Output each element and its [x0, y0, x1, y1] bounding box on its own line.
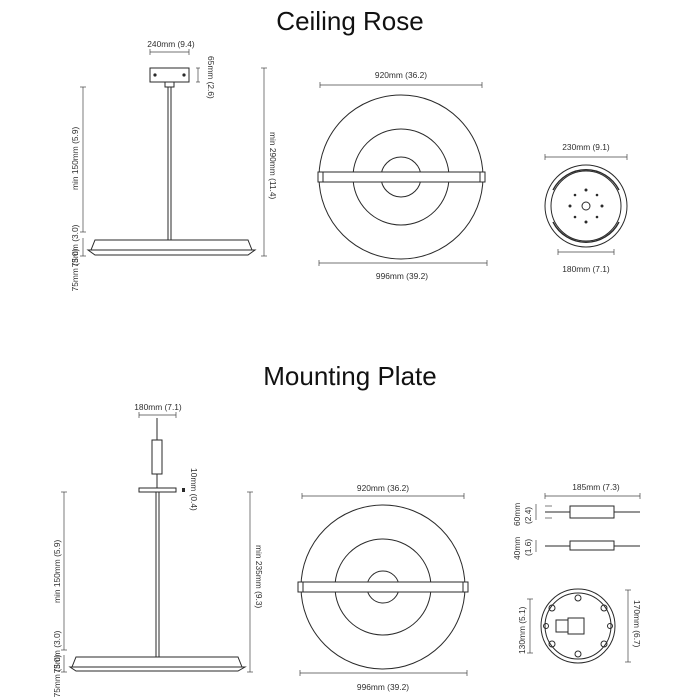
- ceiling-rose-side-view: 240mm (9.4) 65mm (2.6) min 150mm (5.9) 7…: [70, 39, 278, 291]
- driver-60: [569, 505, 615, 519]
- dim-disc-height-small: 75mm (3.0): [70, 224, 80, 267]
- dim-driver-height-b: 40mm: [512, 537, 522, 560]
- dim-plate-thickness: 10mm (0.4): [189, 468, 199, 511]
- dim-driver-height-b-in: (1.6): [523, 539, 533, 556]
- pendant-disc: [90, 239, 253, 251]
- dim-driver-length: 185mm (7.3): [572, 482, 620, 492]
- ceiling-rose-plan-view: 920mm (36.2) 996mm (39.2): [317, 70, 488, 281]
- dim-rose-inner: 180mm (7.1): [562, 264, 610, 274]
- diameter-bar-mp: [297, 581, 469, 593]
- dim-min-drop: min 150mm (5.9): [70, 126, 80, 190]
- dim-inner-diameter: 920mm (36.2): [375, 70, 427, 80]
- dim-disc-height-mp: 75mm (3.0): [52, 654, 62, 697]
- diameter-bar: [317, 171, 486, 183]
- dim-rose-width: 240mm (9.4): [147, 39, 195, 49]
- pendant-disc-mp: [71, 656, 243, 668]
- mounting-plate-title: Mounting Plate: [263, 361, 436, 391]
- dim-min-overall: min 290mm (11.4): [268, 132, 278, 200]
- dim-driver-height-a: 60mm: [512, 503, 522, 526]
- mounting-plate-plan-view: 920mm (36.2) 996mm (39.2): [297, 483, 469, 692]
- ceiling-rose-detail: 230mm (9.1) 180mm (7.1): [544, 142, 628, 274]
- dim-outer-diameter: 996mm (39.2): [376, 271, 428, 281]
- driver-40: [569, 540, 615, 551]
- dim-rose-outer: 230mm (9.1): [562, 142, 610, 152]
- dim-driver-height-a-in: (2.4): [523, 507, 533, 524]
- ceiling-rose-title: Ceiling Rose: [276, 6, 423, 36]
- dim-plate-outer: 170mm (6.7): [632, 600, 642, 648]
- mounting-plate: [138, 487, 177, 493]
- dim-min-overall-mp: min 235mm (9.3): [254, 545, 264, 609]
- mounting-plate-detail: 130mm (5.1) 170mm (6.7): [517, 588, 642, 664]
- dim-inner-diameter-mp: 920mm (36.2): [357, 483, 409, 493]
- dim-rose-height: 65mm (2.6): [206, 56, 216, 99]
- dim-plate-width: 180mm (7.1): [134, 402, 182, 412]
- dim-outer-diameter-mp: 996mm (39.2): [357, 682, 409, 692]
- dim-min-drop-mp: min 150mm (5.9): [52, 539, 62, 603]
- driver-box: [151, 439, 163, 475]
- dim-disc-height-mp-small: 75mm (3.0): [52, 630, 62, 673]
- driver-details: 185mm (7.3) 60mm (2.4) 40mm (1.6): [512, 482, 641, 560]
- mounting-plate-side-view: 180mm (7.1) 10mm (0.4) min 150mm (5.9) 7…: [52, 402, 264, 697]
- dim-plate-inner: 130mm (5.1): [517, 606, 527, 654]
- dim-disc-height: 75mm (3.0): [70, 248, 80, 291]
